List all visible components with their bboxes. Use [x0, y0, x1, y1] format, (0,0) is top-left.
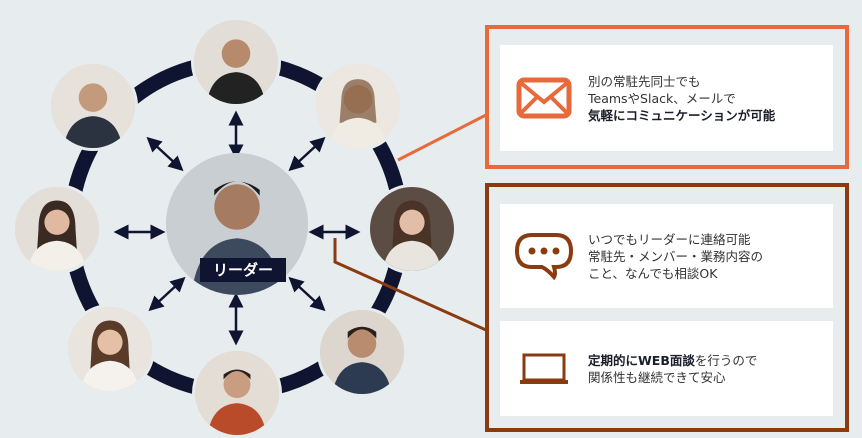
card-line: 別の常駐先同士でも: [588, 73, 701, 89]
arrow-top-right: [288, 136, 326, 172]
card-line: 関係性も継続できて安心: [588, 369, 726, 385]
member-photo: [191, 17, 281, 107]
leader-label: リーダー: [200, 258, 286, 282]
chat-bubble-icon: [514, 233, 574, 280]
arrow-bottom-left: [148, 276, 186, 312]
mail-icon: [516, 77, 572, 119]
chat-tools-panel: [485, 25, 849, 169]
card-line: を行うので: [694, 352, 758, 368]
brown-connector: [333, 238, 487, 332]
orange-connector: [397, 113, 487, 162]
card-line-bold: 気軽にコミュニケーションが可能: [588, 107, 776, 123]
laptop-icon: [520, 353, 568, 384]
card-line: TeamsやSlack、メールで: [588, 90, 736, 106]
member-photo: [12, 184, 102, 274]
arrow-bottom-right: [288, 276, 326, 312]
card-web-meeting: 定期的にWEB面談を行うので関係性も継続できて安心: [500, 321, 833, 416]
card-line-bold: 定期的にWEB面談: [588, 352, 695, 368]
member-photo: [367, 184, 457, 274]
card-line: いつでもリーダーに連絡可能: [588, 231, 751, 247]
arrow-top-left: [146, 136, 184, 172]
member-photo: [48, 61, 138, 151]
card-consultation: いつでもリーダーに連絡可能常駐先・メンバー・業務内容のこと、なんでも相談OK: [500, 204, 833, 308]
leader-support-panel: [485, 183, 849, 432]
member-photo: [192, 348, 282, 438]
card-line: 常駐先・メンバー・業務内容の: [588, 248, 764, 264]
member-photo: [65, 304, 155, 394]
member-photo: [313, 61, 403, 151]
member-photo: [317, 307, 407, 397]
card-line: こと、なんでも相談OK: [588, 265, 718, 281]
